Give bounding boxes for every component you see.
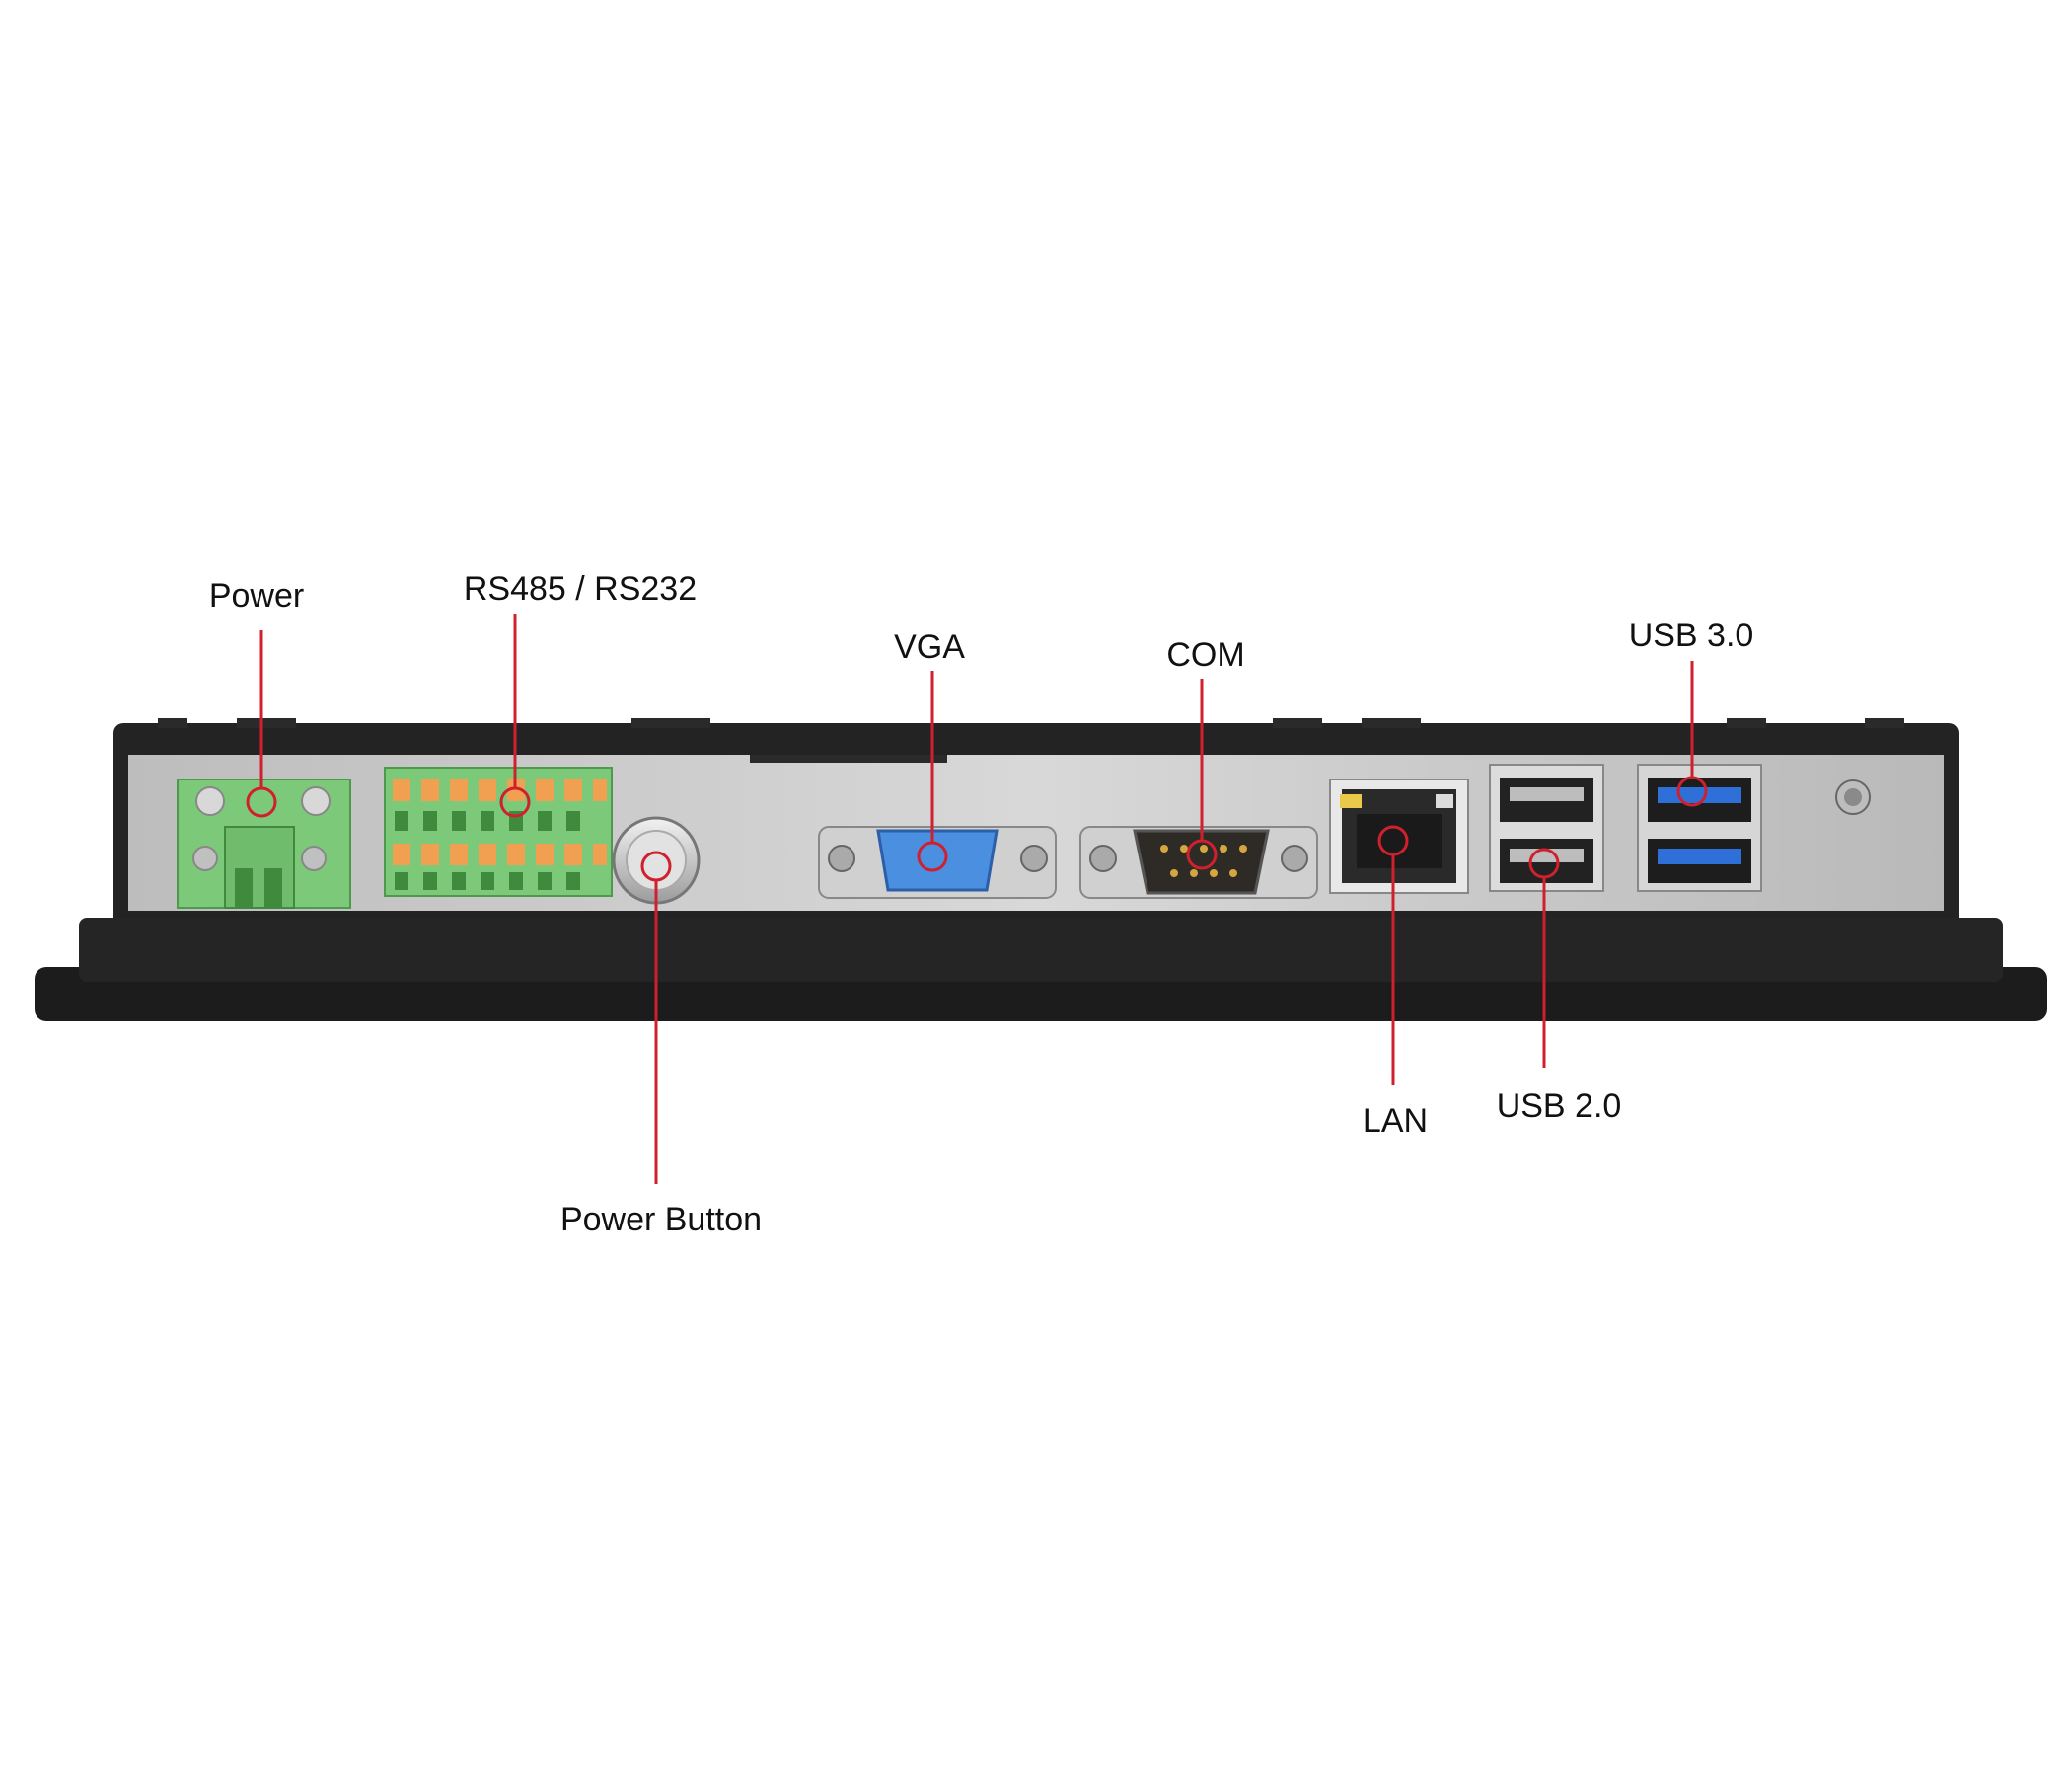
label-usb20: USB 2.0	[1496, 1087, 1622, 1125]
vga-port	[818, 826, 1057, 899]
callout-usb30-marker	[1676, 776, 1708, 807]
callout-com-marker	[1186, 839, 1218, 870]
label-power-button: Power Button	[559, 1201, 763, 1238]
label-rs485-rs232: RS485 / RS232	[463, 570, 698, 608]
power-terminal	[177, 779, 351, 909]
callouts	[246, 614, 1708, 1184]
label-lan: LAN	[1362, 1102, 1429, 1140]
com-port	[1079, 826, 1318, 899]
usb30-ports	[1637, 764, 1762, 892]
callout-vga-marker	[917, 841, 948, 872]
ground-screw-icon	[1835, 779, 1871, 815]
callout-power-marker	[246, 786, 277, 818]
lan-port	[1329, 779, 1469, 894]
power-button-icon	[612, 816, 701, 905]
label-vga: VGA	[894, 629, 965, 666]
rs485-terminal	[384, 767, 613, 897]
label-usb30: USB 3.0	[1628, 617, 1754, 654]
label-power: Power	[208, 577, 305, 615]
usb20-ports	[1489, 764, 1604, 892]
callout-rs485-marker	[499, 786, 531, 818]
label-com: COM	[1166, 636, 1245, 674]
